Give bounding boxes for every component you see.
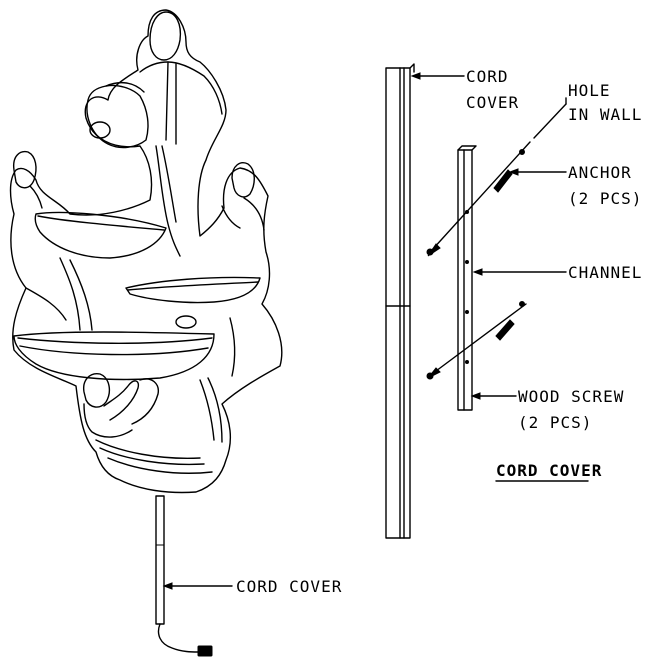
label-hole-in-wall-line2: IN WALL <box>568 105 642 124</box>
label-anchor-line1: ANCHOR <box>568 163 632 182</box>
callout-labels: CORD COVER HOLE IN WALL ANCHOR (2 PCS) C… <box>236 67 642 596</box>
section-title-cord-cover: CORD COVER <box>496 461 602 480</box>
label-wood-screw-line2: (2 PCS) <box>518 413 592 432</box>
label-channel: CHANNEL <box>568 263 642 282</box>
label-cord-cover-bottom: CORD COVER <box>236 577 342 596</box>
cord-cover-piece <box>385 63 465 539</box>
label-cord-cover-top-line2: COVER <box>466 93 519 112</box>
label-hole-in-wall-line1: HOLE <box>568 81 611 100</box>
screws-and-anchors <box>426 97 567 400</box>
channel-piece <box>457 145 567 411</box>
label-wood-screw-line1: WOOD SCREW <box>518 387 624 406</box>
label-anchor-line2: (2 PCS) <box>568 189 642 208</box>
label-cord-cover-top-line1: CORD <box>466 67 509 86</box>
fountain-illustration <box>9 9 283 657</box>
